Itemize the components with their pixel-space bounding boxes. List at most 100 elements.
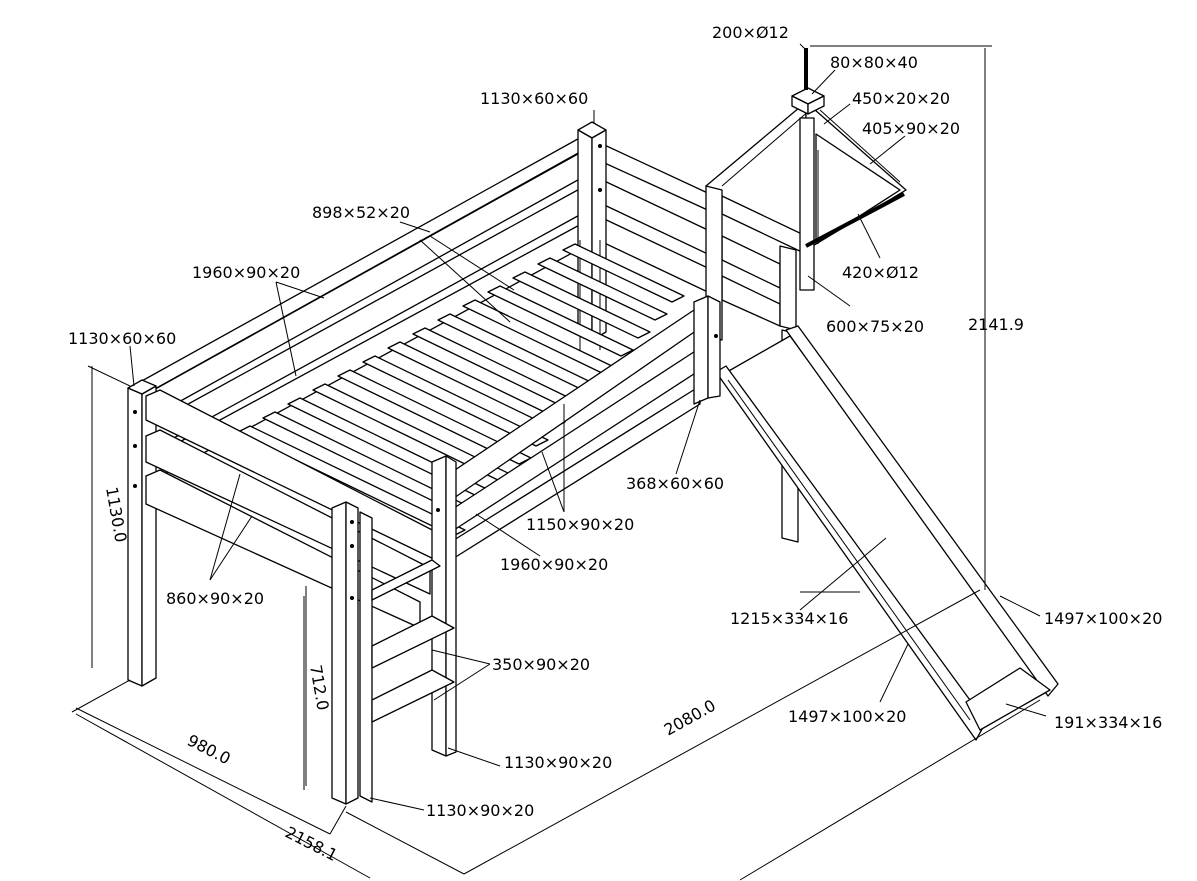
label-roof-board-a: 450×20×20: [852, 89, 950, 108]
leader: [275, 281, 297, 377]
dim-overall: 2158.1: [282, 823, 341, 865]
length-dim-line-2: [463, 589, 981, 875]
slide-end-panel: [965, 667, 1051, 731]
slide-inner-line: [727, 379, 971, 721]
width-dim-line: [75, 707, 331, 835]
label-tower-board: 600×75×20: [826, 317, 924, 336]
slat: [487, 285, 634, 357]
label-post-cap: 80×80×40: [830, 53, 918, 72]
label-slat: 898×52×20: [312, 203, 410, 222]
leg-height-ext: [87, 365, 131, 387]
leader: [433, 663, 491, 701]
leader: [209, 473, 241, 581]
tower-post-mid: [779, 245, 797, 331]
dim-height-leg: 1130.0: [102, 485, 130, 543]
label-rod-side: 420×Ø12: [842, 263, 919, 282]
label-ladder-leg-b: 1130×90×20: [426, 801, 534, 820]
label-slide-side-right: 1497×100×20: [1044, 609, 1162, 628]
leader: [823, 103, 851, 125]
front-left-post-side: [141, 385, 157, 687]
ladder-leg-right: [359, 511, 373, 803]
ladder-leg-left-side: [345, 501, 359, 805]
leader: [447, 747, 501, 767]
label-end-rail: 860×90×20: [166, 589, 264, 608]
front-right-post-side: [707, 295, 721, 399]
bolt: [436, 508, 440, 512]
label-roof-board-b: 405×90×20: [862, 119, 960, 138]
bolt: [133, 484, 137, 488]
slide: [715, 325, 1059, 741]
leader-lines: [129, 43, 1047, 811]
slat: [237, 425, 466, 537]
leader: [869, 135, 906, 165]
ladder-step: [371, 669, 455, 723]
slat: [362, 355, 549, 447]
front-left-post-cap: [127, 379, 157, 395]
bolt: [133, 410, 137, 414]
dim-ladder-height: 712.0: [306, 663, 333, 711]
leader: [857, 213, 881, 259]
label-guard-rail: 1150×90×20: [526, 515, 634, 534]
near-end-rail-mid: [145, 429, 431, 595]
front-right-post: [693, 295, 709, 405]
bolt: [598, 144, 602, 148]
ladder-step: [371, 615, 455, 669]
label-side-rail-bottom: 1960×90×20: [500, 555, 608, 574]
front-mid-post: [431, 455, 447, 757]
leader: [675, 399, 701, 475]
overall-dim-line: [75, 713, 371, 879]
leader: [275, 281, 325, 299]
roof-edge: [819, 109, 901, 183]
side-rod: [805, 192, 905, 248]
label-ladder-step: 350×90×20: [492, 655, 590, 674]
leader: [399, 221, 431, 233]
back-structure: [139, 121, 713, 483]
part-labels: 200×Ø12 80×80×40 450×20×20 405×90×20 420…: [68, 23, 1162, 820]
bolt: [133, 444, 137, 448]
front-structure: [127, 144, 721, 805]
bolt: [598, 188, 602, 192]
leader: [369, 797, 425, 811]
tower: [705, 48, 907, 341]
tower-post-right: [799, 117, 815, 291]
bolt: [350, 520, 354, 524]
leader: [879, 643, 909, 703]
dim-height-total: 2141.9: [968, 315, 1024, 334]
length-ext: [739, 699, 1041, 881]
roof-edge: [721, 109, 811, 187]
leader: [429, 235, 515, 291]
leader: [209, 515, 253, 581]
label-slide-panel: 1215×334×16: [730, 609, 848, 628]
label-post-back-top: 1130×60×60: [480, 89, 588, 108]
dim-width: 980.0: [184, 731, 233, 769]
ladder-step: [371, 559, 441, 601]
bolt: [350, 544, 354, 548]
label-slide-end: 191×334×16: [1054, 713, 1162, 732]
bolt: [714, 334, 718, 338]
slat: [537, 257, 668, 321]
leader: [475, 513, 541, 557]
width-ext-2: [329, 805, 347, 835]
leader: [419, 239, 511, 323]
leader: [999, 595, 1041, 617]
label-rod-top: 200×Ø12: [712, 23, 789, 42]
leader: [541, 451, 565, 513]
slide-side-right: [785, 325, 1059, 697]
leader: [799, 537, 887, 611]
ladder-leg-left: [331, 501, 347, 805]
width-ext-1: [71, 679, 131, 713]
leader: [811, 69, 836, 95]
label-slide-side-left: 1497×100×20: [788, 707, 906, 726]
leader: [1005, 703, 1047, 717]
dim-length: 2080.0: [661, 696, 719, 740]
label-post-front-left: 1130×60×60: [68, 329, 176, 348]
dimension-lines: [71, 45, 1041, 881]
post-cap-side: [807, 95, 825, 115]
bolt: [350, 596, 354, 600]
leader: [799, 43, 807, 51]
slat: [562, 243, 685, 303]
slat: [512, 271, 651, 339]
label-side-rail-top: 1960×90×20: [192, 263, 300, 282]
length-dim-line: [345, 811, 465, 875]
